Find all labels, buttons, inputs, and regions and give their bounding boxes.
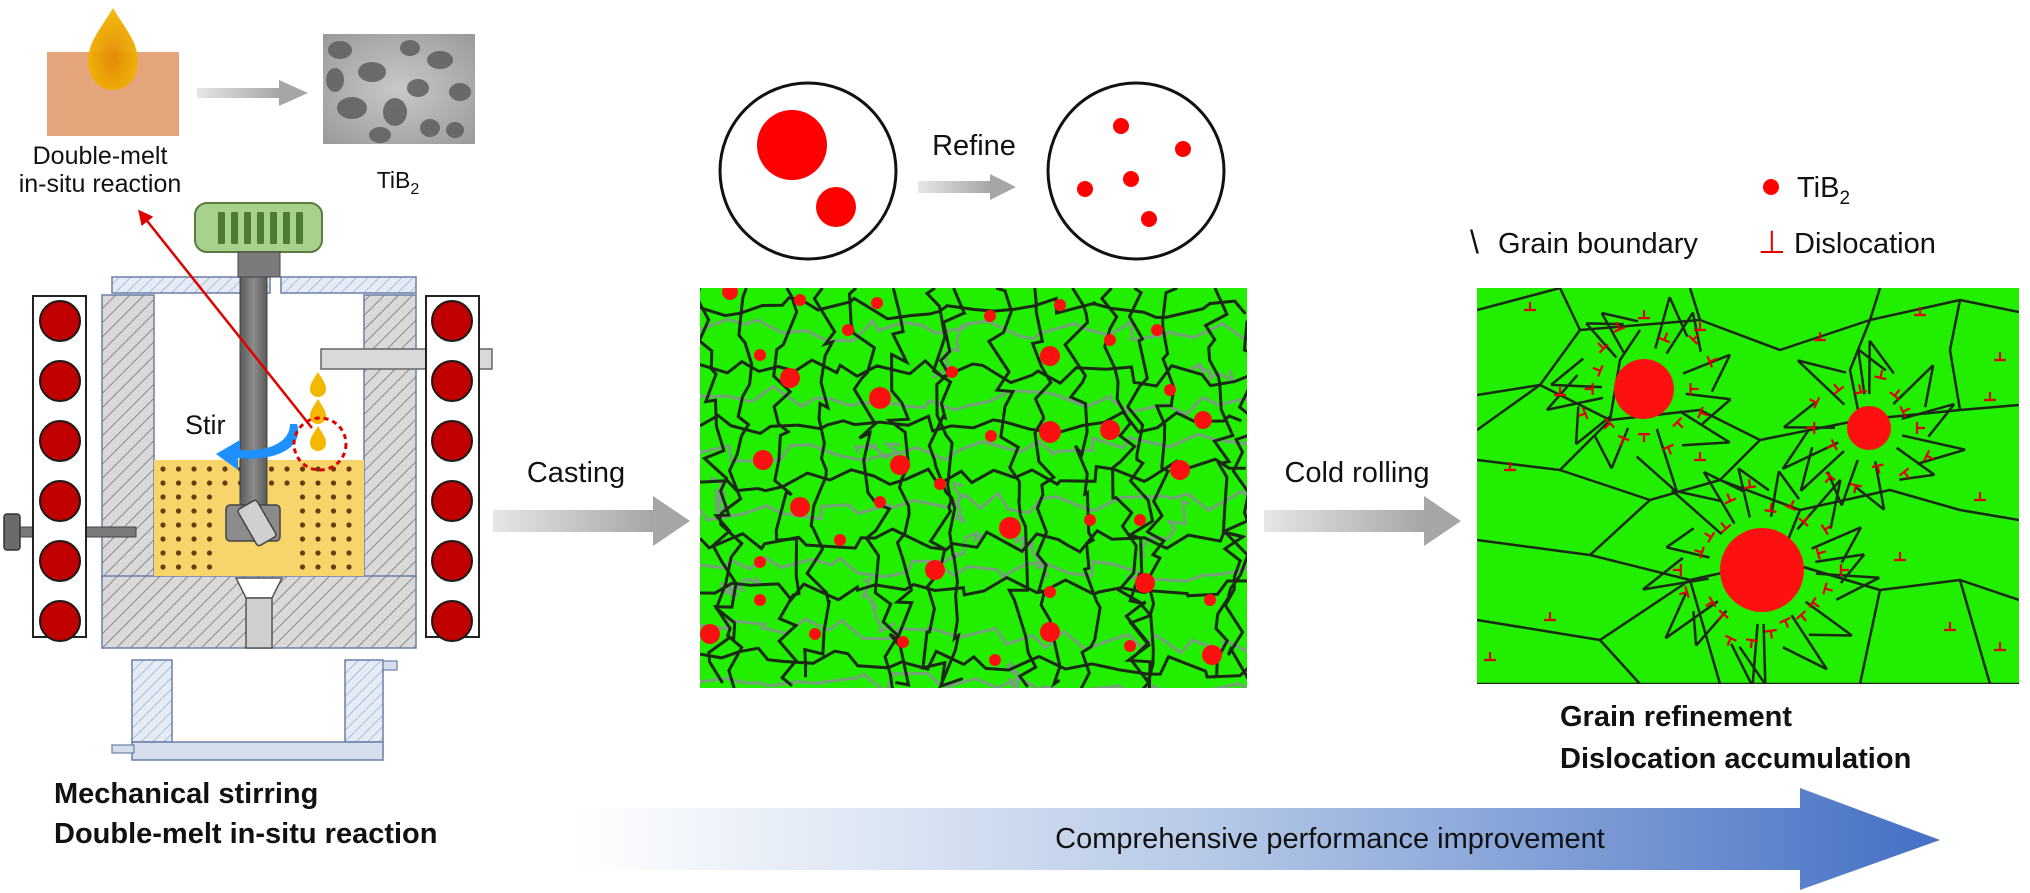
- stirrer-shaft: [239, 276, 268, 508]
- cold-rolling-label: Cold rolling: [1284, 457, 1429, 489]
- refined-particles-circle: [1046, 81, 1226, 261]
- zoom-pointer-arrow: [138, 209, 313, 429]
- legend-dislocation-label: Dislocation: [1794, 228, 1936, 260]
- rolled-microstructure: [1477, 288, 2019, 684]
- furnace-caption-line1: Mechanical stirring: [54, 778, 318, 810]
- performance-improvement-label: Comprehensive performance improvement: [1055, 823, 1605, 855]
- gray-arrow-to-micrograph: [197, 80, 308, 106]
- legend: TiB2 \ Grain boundary ⊥ Dislocation: [1470, 172, 1936, 260]
- reaction-zone-marker: [292, 416, 348, 472]
- refine-label: Refine: [932, 130, 1016, 162]
- tib2-micrograph: TiB2: [323, 34, 475, 198]
- result-caption-line1: Grain refinement: [1560, 701, 1792, 733]
- stirring-furnace: Stir: [3, 202, 493, 761]
- casting-mold: [111, 659, 398, 761]
- impeller: [225, 499, 281, 547]
- cast-microstructure: [700, 288, 1247, 688]
- result-caption-line2: Dislocation accumulation: [1560, 743, 1911, 775]
- casting-label: Casting: [527, 457, 625, 489]
- legend-dislocation-symbol: ⊥: [1758, 224, 1786, 260]
- legend-grain-boundary-label: Grain boundary: [1498, 228, 1698, 260]
- performance-improvement-arrow: Comprehensive performance improvement: [573, 788, 1940, 890]
- stir-label: Stir: [185, 410, 226, 440]
- casting-arrow: Casting: [493, 457, 690, 546]
- refine-illustration: Refine: [718, 81, 1226, 261]
- melt-drop-icon: [88, 8, 138, 90]
- feed-droplets: [310, 372, 326, 451]
- legend-grain-boundary-symbol: \: [1470, 224, 1479, 260]
- in-situ-reaction-illustration: Double-melt in-situ reaction: [19, 8, 182, 198]
- legend-tib2-marker: [1763, 179, 1779, 195]
- cold-rolling-arrow: Cold rolling: [1264, 457, 1461, 546]
- in-situ-label-line2: in-situ reaction: [19, 170, 182, 198]
- stir-arrow-icon: [216, 424, 299, 470]
- in-situ-label-line1: Double-melt: [33, 142, 168, 170]
- micrograph-label: TiB2: [377, 167, 420, 198]
- legend-tib2-label: TiB2: [1797, 172, 1850, 209]
- furnace-caption-line2: Double-melt in-situ reaction: [54, 818, 437, 850]
